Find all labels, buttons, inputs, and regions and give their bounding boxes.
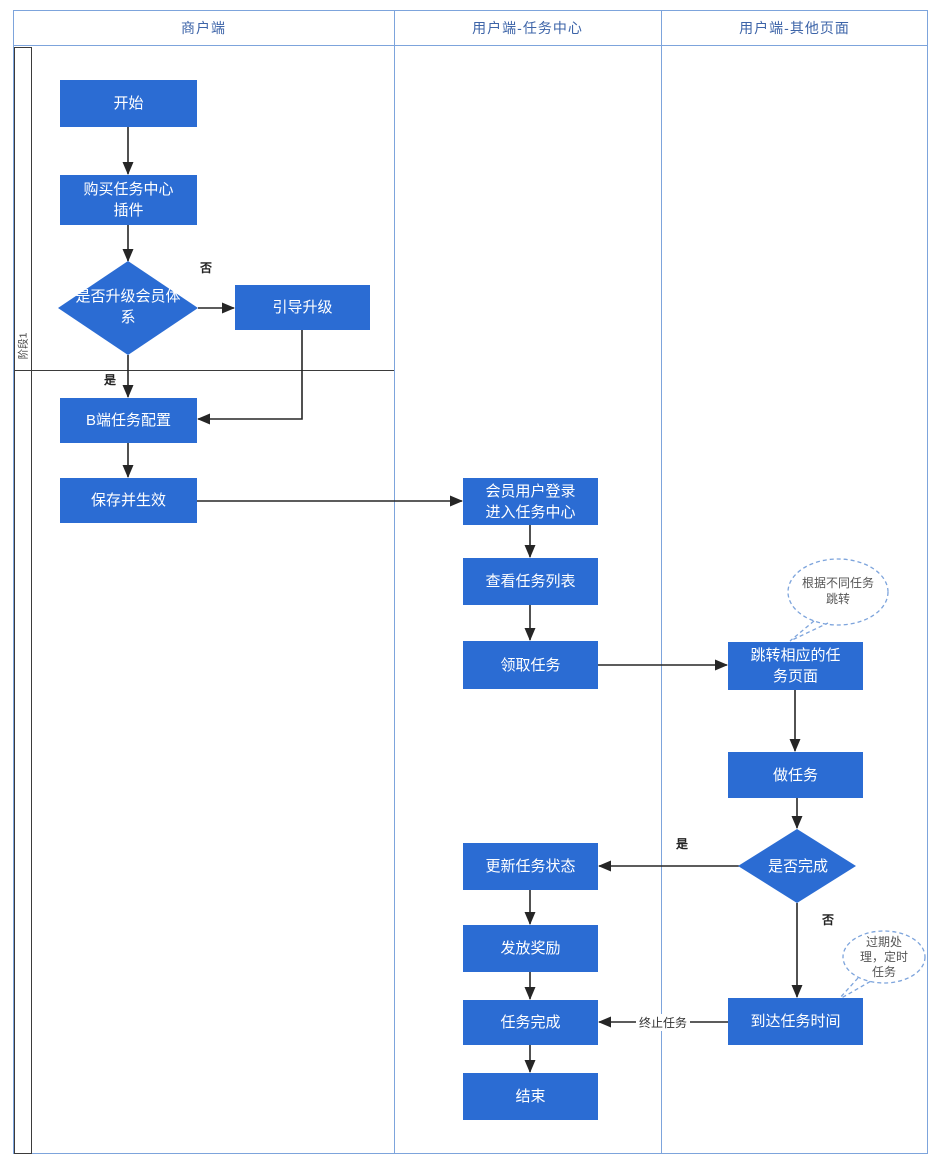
node-save-effective: 保存并生效 <box>60 478 197 523</box>
jump-note-tail <box>789 620 829 642</box>
edge-label-complete-no: 否 <box>822 913 835 927</box>
edge-label-terminate: 终止任务 <box>635 1014 691 1031</box>
edge-label-upgrade-no: 否 <box>200 261 213 275</box>
node-buy-plugin: 购买任务中心插件 <box>60 175 197 225</box>
node-guide-upgrade: 引导升级 <box>235 285 370 330</box>
lane-header-other-pages: 用户端-其他页面 <box>739 19 850 36</box>
lane-separator-2 <box>661 10 662 1154</box>
node-grant-reward: 发放奖励 <box>463 925 598 972</box>
jump-note-bubble <box>787 558 889 626</box>
node-update-status: 更新任务状态 <box>463 843 598 890</box>
node-do-task: 做任务 <box>728 752 863 798</box>
expire-note-bubble <box>842 930 926 984</box>
expire-note-tail <box>837 977 872 1001</box>
lane-header-merchant: 商户端 <box>181 19 226 36</box>
node-b-task-config: B端任务配置 <box>60 398 197 443</box>
jump-note-text: 根据不同任务跳转 <box>801 576 874 606</box>
edge-label-complete-yes: 是 <box>676 837 689 851</box>
decision-complete-diamond <box>738 829 856 903</box>
node-view-task-list: 查看任务列表 <box>463 558 598 605</box>
node-task-complete: 任务完成 <box>463 1000 598 1045</box>
node-end: 结束 <box>463 1073 598 1120</box>
node-jump-task-page: 跳转相应的任务页面 <box>728 642 863 690</box>
phase-divider <box>14 370 394 371</box>
decision-upgrade-label: 是否升级会员体系 <box>75 288 181 326</box>
node-start: 开始 <box>60 80 197 127</box>
decision-complete-label: 是否完成 <box>767 858 828 875</box>
expire-note-text: 过期处理，定时任务 <box>859 934 908 979</box>
node-member-login: 会员用户登录进入任务中心 <box>463 478 598 525</box>
edge-label-upgrade-yes: 是 <box>104 373 117 387</box>
decision-upgrade-diamond <box>58 261 198 355</box>
diagram-frame <box>13 10 928 1154</box>
node-claim-task: 领取任务 <box>463 641 598 689</box>
phase-strip <box>14 47 32 1154</box>
edge-guide-to-config <box>197 330 303 425</box>
lane-header-task-center: 用户端-任务中心 <box>472 19 583 36</box>
header-separator <box>13 45 928 46</box>
node-reach-task-time: 到达任务时间 <box>728 998 863 1045</box>
lane-separator-1 <box>394 10 395 1154</box>
